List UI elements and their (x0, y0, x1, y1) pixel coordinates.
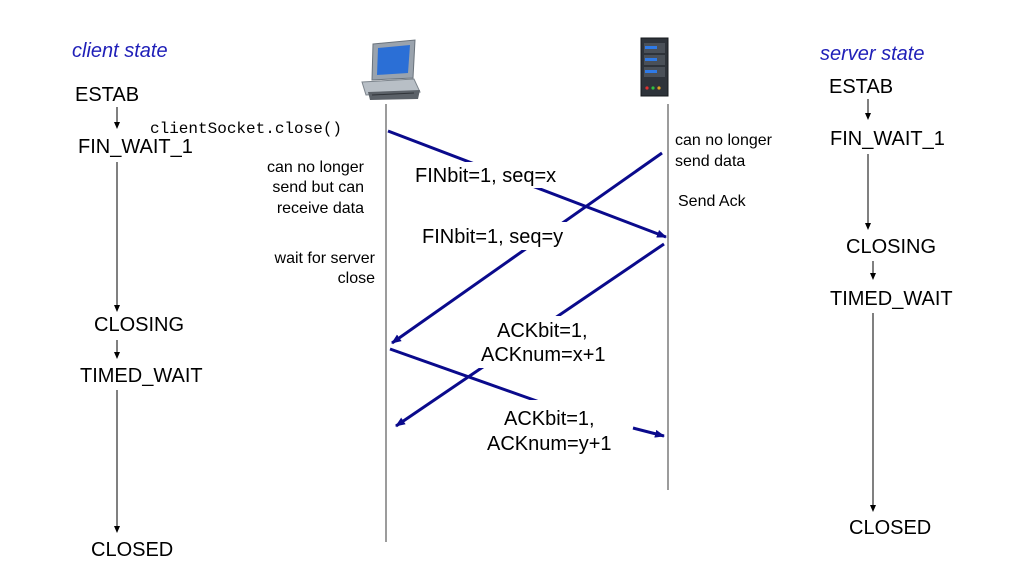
ack-client-label-line1: ACKbit=1, (504, 408, 595, 430)
server-state-fin-wait-1: FIN_WAIT_1 (830, 128, 945, 150)
client-note-no-longer-send: can no longer send but can receive data (267, 159, 365, 217)
server-state-closing: CLOSING (846, 236, 936, 258)
note-line: wait for server (274, 250, 376, 267)
note-line: receive data (277, 200, 364, 217)
client-state-fin-wait-1: FIN_WAIT_1 (78, 136, 193, 158)
label-backing (470, 316, 620, 368)
ack-server-label-line2: ACKnum=x+1 (481, 344, 606, 366)
label-backing (410, 162, 585, 188)
client-socket-close-call: clientSocket.close() (150, 120, 342, 138)
note-line: close (338, 270, 375, 287)
ack-server-label-line1: ACKbit=1, (497, 320, 588, 342)
client-state-estab: ESTAB (75, 84, 139, 106)
client-state-closed: CLOSED (91, 539, 173, 561)
note-line: send but can (272, 179, 364, 196)
note-line: can no longer (675, 132, 773, 149)
fin-server-label: FINbit=1, seq=y (422, 226, 563, 248)
label-backing (418, 222, 593, 250)
note-line: send data (675, 153, 745, 170)
server-state-estab: ESTAB (829, 76, 893, 98)
server-state-header: server state (820, 43, 924, 65)
client-state-header: client state (72, 40, 168, 62)
label-backing (482, 400, 632, 456)
server-state-column: ESTAB FIN_WAIT_1 CLOSING TIMED_WAIT CLOS… (829, 76, 953, 539)
computer-icon (361, 39, 421, 100)
server-state-closed: CLOSED (849, 517, 931, 539)
server-state-timed-wait: TIMED_WAIT (830, 288, 953, 310)
ack-client-arrowhead (632, 426, 665, 438)
client-state-closing: CLOSING (94, 314, 184, 336)
ack-client-label-line2: ACKnum=y+1 (487, 433, 612, 455)
ack-client-arrow (389, 347, 549, 407)
server-note-no-longer-send: can no longer send data (675, 132, 773, 170)
server-icon (640, 37, 669, 97)
server-note-send-ack: Send Ack (678, 193, 747, 210)
client-state-timed-wait: TIMED_WAIT (80, 365, 203, 387)
client-note-wait-close: wait for server close (274, 250, 376, 287)
fin-client-label: FINbit=1, seq=x (415, 165, 556, 187)
client-state-column: ESTAB FIN_WAIT_1 CLOSING TIMED_WAIT CLOS… (75, 84, 203, 561)
note-line: can no longer (267, 159, 365, 176)
